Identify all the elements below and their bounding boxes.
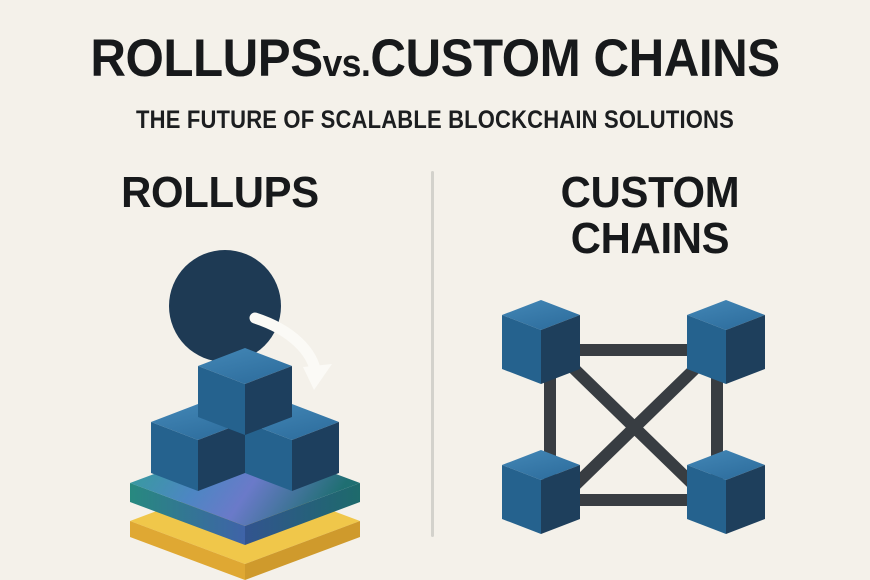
cube-right-face — [198, 422, 245, 491]
title-vs: vs. — [322, 43, 371, 85]
rollup-cube-top — [198, 348, 292, 435]
arrow-curve — [249, 312, 322, 380]
network-node-top-left — [502, 300, 580, 384]
vertical-divider — [431, 171, 434, 537]
rollup-cube-bottom-left — [151, 404, 245, 491]
cube-top-face — [245, 404, 339, 440]
page-title: ROLLUPSvs.CUSTOM CHAINS — [30, 32, 839, 85]
teal-platform-top — [130, 440, 360, 526]
page-subtitle: THE FUTURE OF SCALABLE BLOCKCHAIN SOLUTI… — [136, 106, 734, 134]
column-title-custom-chains: CUSTOM CHAINS — [451, 160, 850, 262]
rollup-cube-bottom-right — [245, 404, 339, 491]
network-node-top-right — [687, 300, 765, 384]
cube-right-face — [292, 422, 339, 491]
cube-left-face — [198, 366, 245, 435]
cube-top-face — [151, 404, 245, 440]
data-batch-circle — [169, 250, 281, 362]
yellow-platform-right — [245, 521, 360, 580]
cube-left-face — [151, 422, 198, 491]
cube-right-face — [245, 366, 292, 435]
rollups-stack-illustration — [130, 250, 360, 580]
connection-diagonal-2 — [558, 353, 711, 502]
settlement-layer-platform — [130, 478, 360, 580]
cube-left-face — [502, 465, 541, 534]
network-connections — [544, 344, 723, 506]
network-node-bottom-left — [502, 450, 580, 534]
yellow-platform-left — [130, 521, 245, 580]
teal-platform-right — [245, 483, 360, 545]
network-node-bottom-right — [687, 450, 765, 534]
cube-right-face — [541, 315, 580, 384]
cube-top-face — [502, 300, 580, 330]
cube-top-face — [687, 450, 765, 480]
execution-layer-platform — [130, 440, 360, 545]
custom-chains-network-illustration — [502, 300, 765, 534]
teal-platform-left — [130, 483, 245, 545]
cube-left-face — [245, 422, 292, 491]
title-rollups: ROLLUPS — [90, 29, 323, 88]
cube-top-face — [687, 300, 765, 330]
cube-left-face — [687, 465, 726, 534]
column-rollups: ROLLUPS — [10, 160, 430, 216]
column-custom-chains: CUSTOM CHAINS — [440, 160, 860, 262]
yellow-platform-top — [130, 478, 360, 564]
cube-left-face — [502, 315, 541, 384]
cube-right-face — [726, 315, 765, 384]
cube-left-face — [687, 315, 726, 384]
cube-right-face — [726, 465, 765, 534]
connection-diagonal-1 — [558, 353, 711, 502]
column-title-rollups: ROLLUPS — [121, 168, 319, 217]
cube-right-face — [541, 465, 580, 534]
cube-top-face — [502, 450, 580, 480]
rollup-arrow — [249, 312, 332, 390]
column-title-line-2: CHAINS — [570, 213, 730, 263]
cube-top-face — [198, 348, 292, 384]
arrow-head — [303, 364, 332, 390]
title-custom-chains: CUSTOM CHAINS — [370, 29, 780, 88]
column-title-line-1: CUSTOM — [560, 168, 740, 217]
